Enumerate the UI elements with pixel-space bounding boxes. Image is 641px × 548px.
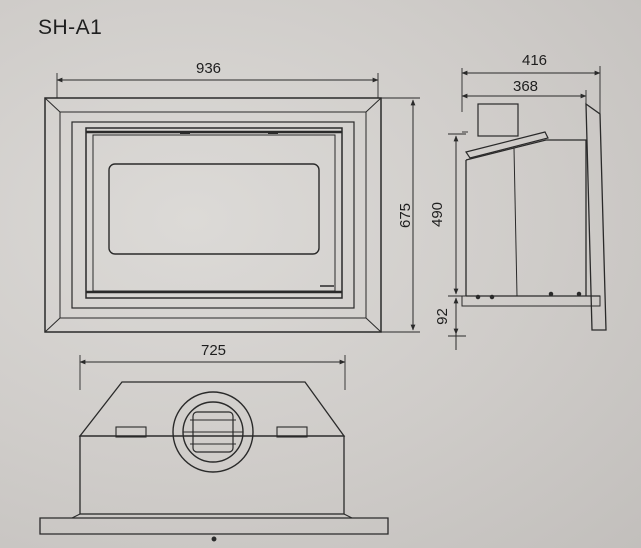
top-view [39, 355, 389, 542]
side-base-height-label: 92 [433, 308, 451, 325]
front-view [44, 73, 420, 333]
top-right-handle [276, 426, 308, 438]
side-depth-outer-label: 416 [522, 52, 548, 69]
front-outer-frame [44, 97, 382, 333]
front-height-label: 675 [397, 202, 415, 229]
side-depth-inner-label: 368 [513, 78, 539, 95]
front-width-label: 936 [196, 60, 222, 77]
top-width-label: 725 [201, 342, 227, 359]
model-title: SH-A1 [38, 16, 103, 39]
top-front-flange [39, 517, 389, 535]
top-body-outline [78, 381, 346, 437]
side-body-height-label: 490 [429, 201, 447, 228]
top-left-handle [115, 426, 147, 438]
top-flue-collar [172, 391, 254, 473]
side-view [448, 66, 607, 350]
side-front-flange [585, 102, 607, 331]
front-glass-window [108, 163, 320, 255]
side-flue-collar [477, 103, 519, 137]
